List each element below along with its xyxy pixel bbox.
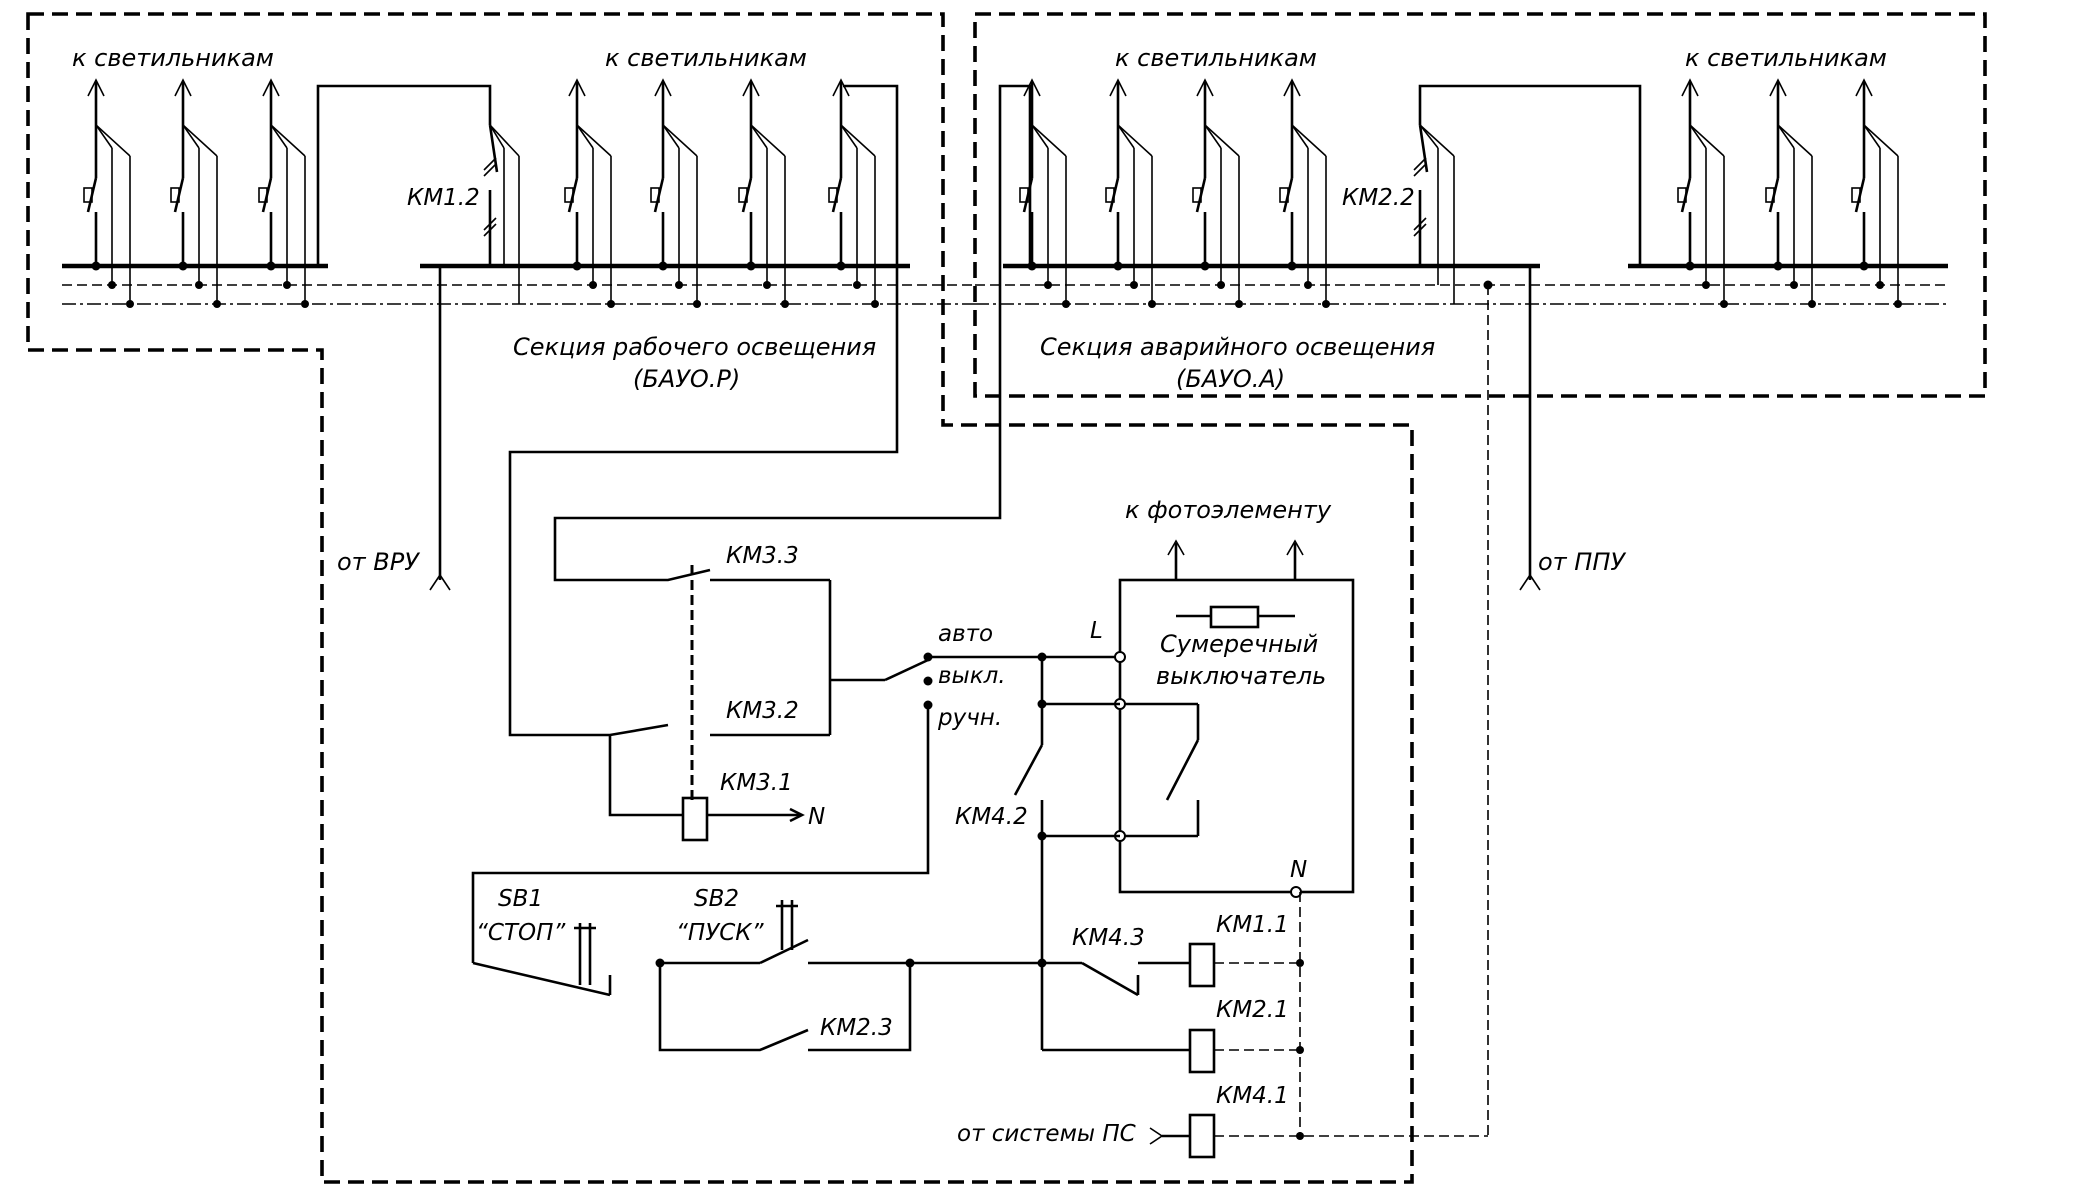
label-km4-3: КМ4.3: [1072, 925, 1145, 951]
label-to-lamps-3: к светильникам: [1115, 44, 1317, 72]
label-km3-3: КМ3.3: [726, 543, 799, 569]
label-from-vru: от ВРУ: [337, 548, 420, 576]
label-km2-2: КМ2.2: [1342, 185, 1415, 211]
lamp-feeder: [1019, 78, 1070, 308]
label-to-photo: к фотоэлементу: [1125, 496, 1332, 524]
contact-km1-2: [316, 84, 520, 304]
lamp-feeder: [1279, 78, 1330, 308]
coil-km3-1: [608, 735, 805, 842]
emergency-output-wire: [553, 84, 1032, 582]
mode-selector: [471, 652, 1042, 963]
label-from-ppu: от ППУ: [1538, 548, 1626, 576]
label-twilight-1: Сумеречный: [1160, 630, 1318, 658]
lamp-feeder: [170, 78, 221, 308]
contact-km4-2: [1013, 652, 1120, 1050]
label-emergency-section: Секция аварийного освещения: [1040, 333, 1435, 361]
label-sb1-name: “СТОП”: [476, 920, 566, 946]
twilight-switch: [1042, 539, 1355, 898]
lamp-feeder: [1765, 78, 1816, 308]
working-section-frame: [26, 12, 1414, 1184]
emergency-section-frame: [973, 12, 1987, 398]
lamp-feeder: [1192, 78, 1243, 308]
lamp-feeder: [258, 78, 309, 308]
label-sb2: SB2: [694, 886, 739, 912]
contact-km2-2: [1413, 84, 1642, 304]
lamp-feeder: [738, 78, 789, 308]
label-to-lamps-2: к светильникам: [605, 44, 807, 72]
label-km1-2: КМ1.2: [407, 185, 480, 211]
lamp-feeder: [828, 78, 879, 308]
label-n-km3: N: [808, 804, 825, 830]
label-from-fire: от системы ПС: [957, 1121, 1136, 1147]
label-mode-off: выкл.: [938, 663, 1006, 689]
contact-km3-3: [710, 578, 832, 735]
label-km2-1: КМ2.1: [1216, 997, 1289, 1023]
label-km1-1: КМ1.1: [1216, 912, 1289, 938]
feed-ppu: [1519, 266, 1541, 591]
lamp-feeder: [650, 78, 701, 308]
coil-km1-1: [1188, 942, 1304, 988]
label-twilight-2: выключатель: [1156, 662, 1326, 690]
label-km4-2: КМ4.2: [955, 804, 1028, 830]
label-to-lamps-1: к светильникам: [72, 44, 274, 72]
label-km3-2: КМ3.2: [726, 698, 799, 724]
label-mode-manual: ручн.: [937, 705, 1002, 731]
label-km4-1: КМ4.1: [1216, 1083, 1289, 1109]
coil-km2-1: [1042, 1028, 1304, 1074]
feed-vru: [429, 266, 451, 591]
label-km3-1: КМ3.1: [720, 770, 793, 796]
label-sb2-name: “ПУСК”: [676, 920, 765, 946]
lamp-feeder: [1851, 78, 1902, 308]
label-to-lamps-4: к светильникам: [1685, 44, 1887, 72]
label-working-section: Секция рабочего освещения: [513, 333, 876, 361]
label-n-twilight: N: [1290, 857, 1307, 883]
label-mode-auto: авто: [938, 621, 993, 647]
button-sb1: [472, 923, 612, 997]
lamp-feeder: [1677, 78, 1728, 308]
label-km2-3: КМ2.3: [820, 1015, 893, 1041]
lamp-feeder: [1105, 78, 1156, 308]
button-sb2: [655, 900, 1047, 968]
contact-km4-3: [1042, 961, 1190, 997]
label-l: L: [1090, 618, 1103, 644]
lamp-feeder: [83, 78, 134, 308]
lamp-feeder: [564, 78, 615, 308]
label-working-code: (БАУО.Р): [633, 365, 740, 393]
coil-km4-1: [1149, 1113, 1488, 1159]
contact-km2-3: [658, 963, 912, 1052]
label-sb1: SB1: [498, 886, 543, 912]
label-emergency-code: (БАУО.А): [1176, 365, 1285, 393]
lamp-feeders: [83, 78, 1902, 308]
